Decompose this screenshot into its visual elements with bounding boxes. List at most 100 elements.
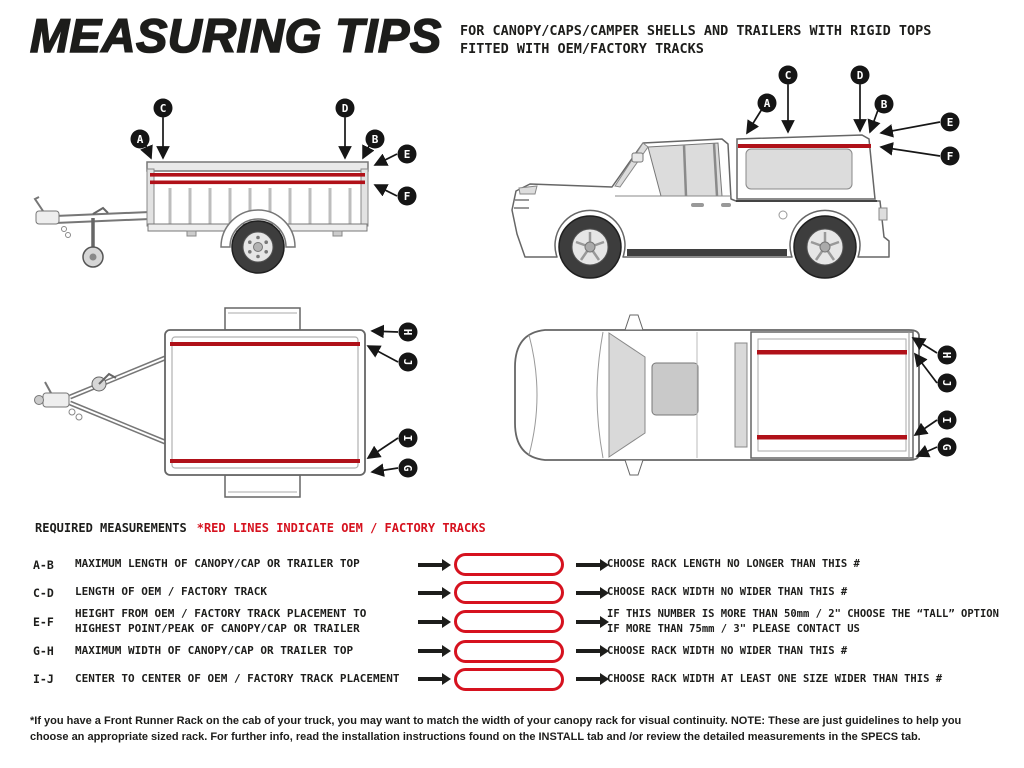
callout-g-badge: G	[937, 437, 957, 457]
callout-letter: F	[947, 150, 954, 163]
callout-e-badge: E	[940, 112, 960, 132]
jockey-wheel	[91, 372, 117, 392]
arrow-right-icon	[576, 645, 609, 658]
measurement-value-pill	[454, 667, 564, 691]
truck-side-drawing	[511, 134, 890, 279]
side-mirror	[624, 459, 644, 476]
measurement-description: MAXIMUM WIDTH OF CANOPY/CAP OR TRAILER T…	[75, 643, 354, 657]
callout-j-badge: J	[937, 373, 957, 393]
hitch-coupler-handle	[33, 196, 44, 212]
jockey-wheel	[82, 206, 109, 268]
measurement-result: IF THIS NUMBER IS MORE THAN 50mm / 2" CH…	[607, 608, 999, 635]
callout-letter: C	[160, 102, 167, 115]
callout-d-badge: D	[850, 65, 870, 85]
measurement-row-cd: C-D LENGTH OF OEM / FACTORY TRACK CHOOSE…	[33, 579, 1016, 606]
callout-letter: F	[404, 190, 411, 203]
arrow-right-icon	[576, 615, 609, 628]
callout-letter: G	[940, 444, 953, 451]
measurement-value-pill	[454, 639, 564, 663]
callout-c-badge: C	[778, 65, 798, 85]
red-lines-note: *RED LINES INDICATE OEM / FACTORY TRACKS	[196, 521, 486, 535]
side-mirror	[631, 152, 644, 163]
trailer-side-view-illustration: A C D B E F	[15, 66, 460, 301]
callout-i-badge: I	[937, 410, 957, 430]
fender-top	[224, 307, 301, 331]
measurement-description: LENGTH OF OEM / FACTORY TRACK	[75, 585, 268, 599]
callout-letter: A	[137, 133, 144, 146]
trailer-side-drawing	[33, 161, 369, 274]
callout-j-badge: J	[398, 352, 418, 372]
trailer-side-callouts: A C D B E F	[130, 98, 417, 206]
trailer-top-rail	[146, 161, 369, 172]
callout-letter: J	[940, 380, 953, 387]
truck-side-callouts: A C D B E F	[746, 65, 960, 166]
measurement-description: HEIGHT FROM OEM / FACTORY TRACK PLACEMEN…	[75, 607, 367, 635]
callout-letter: G	[401, 465, 414, 472]
rear-window-band	[734, 342, 748, 448]
measurement-row-ef: E-F HEIGHT FROM OEM / FACTORY TRACK PLAC…	[33, 607, 1016, 637]
side-mirror	[624, 314, 644, 331]
required-measurements-label: REQUIRED MEASUREMENTS	[35, 521, 187, 535]
measurement-value-pill	[454, 553, 564, 576]
callout-a-badge: A	[130, 129, 150, 149]
measurement-result: CHOOSE RACK WIDTH NO WIDER THAN THIS #	[607, 586, 848, 599]
fender-bottom	[224, 474, 301, 498]
measurement-row-gh: G-H MAXIMUM WIDTH OF CANOPY/CAP OR TRAIL…	[33, 638, 1016, 665]
callout-letter: H	[401, 329, 414, 336]
arrow-right-icon	[576, 558, 609, 571]
page-subtitle: FOR CANOPY/CAPS/CAMPER SHELLS AND TRAILE…	[460, 23, 932, 58]
oem-track-line	[150, 173, 365, 177]
callout-letter: B	[372, 133, 379, 146]
callout-letter: E	[947, 116, 954, 129]
callout-letter: J	[401, 359, 414, 366]
rocker-trim	[627, 249, 787, 256]
callout-letter: A	[764, 97, 771, 110]
sunroof	[651, 362, 699, 416]
rear-wheel	[793, 215, 857, 279]
callout-h-badge: H	[398, 322, 418, 342]
measurement-code: I-J	[33, 672, 54, 687]
truck-top-view-svg: H J I G	[514, 314, 957, 476]
callout-e-badge: E	[397, 144, 417, 164]
callout-letter: I	[940, 417, 953, 424]
trailer-top-view-svg: H J I G	[34, 307, 418, 498]
trailer-top-view-illustration: H J I G	[15, 300, 475, 505]
hitch-coupler	[42, 392, 70, 408]
measurement-row-ij: I-J CENTER TO CENTER OF OEM / FACTORY TR…	[33, 666, 1016, 693]
trailer-wheel	[231, 220, 285, 274]
callout-letter: B	[881, 98, 888, 111]
measurement-result: CHOOSE RACK WIDTH NO WIDER THAN THIS #	[607, 644, 848, 657]
measurement-code: C-D	[33, 585, 54, 600]
callout-letter: I	[401, 435, 414, 442]
hood-seam	[596, 331, 604, 459]
windshield-top-view	[608, 332, 646, 458]
oem-track-line	[757, 435, 907, 440]
trailer-top-callouts: H J I G	[366, 322, 418, 478]
arrow-right-icon	[418, 558, 451, 571]
truck-side-view-svg: A C D B E F	[511, 65, 960, 279]
measurement-row-ab: A-B MAXIMUM LENGTH OF CANOPY/CAP OR TRAI…	[33, 551, 1016, 578]
legend: REQUIRED MEASUREMENTS *RED LINES INDICAT…	[35, 521, 486, 535]
oem-track-line	[150, 180, 365, 185]
measurement-value-pill	[454, 610, 564, 634]
front-wheel	[558, 215, 622, 279]
fuel-door	[778, 210, 788, 220]
footnote: *If you have a Front Runner Rack on the …	[30, 715, 962, 743]
oem-track-line	[170, 459, 360, 463]
measurement-code: A-B	[33, 557, 54, 572]
callout-letter: C	[785, 69, 792, 82]
measurement-code: E-F	[33, 614, 54, 629]
callout-b-badge: B	[874, 94, 894, 114]
callout-g-badge: G	[398, 458, 418, 478]
callout-h-badge: H	[937, 345, 957, 365]
measurement-code: G-H	[33, 644, 54, 659]
trailer-top-drawing	[34, 307, 366, 498]
callout-f-badge: F	[940, 146, 960, 166]
trailer-side-view-svg: A C D B E F	[33, 98, 417, 274]
callout-a-badge: A	[757, 93, 777, 113]
callout-c-badge: C	[153, 98, 173, 118]
arrow-right-icon	[418, 586, 451, 599]
callout-d-badge: D	[335, 98, 355, 118]
oem-track-line	[170, 342, 360, 346]
